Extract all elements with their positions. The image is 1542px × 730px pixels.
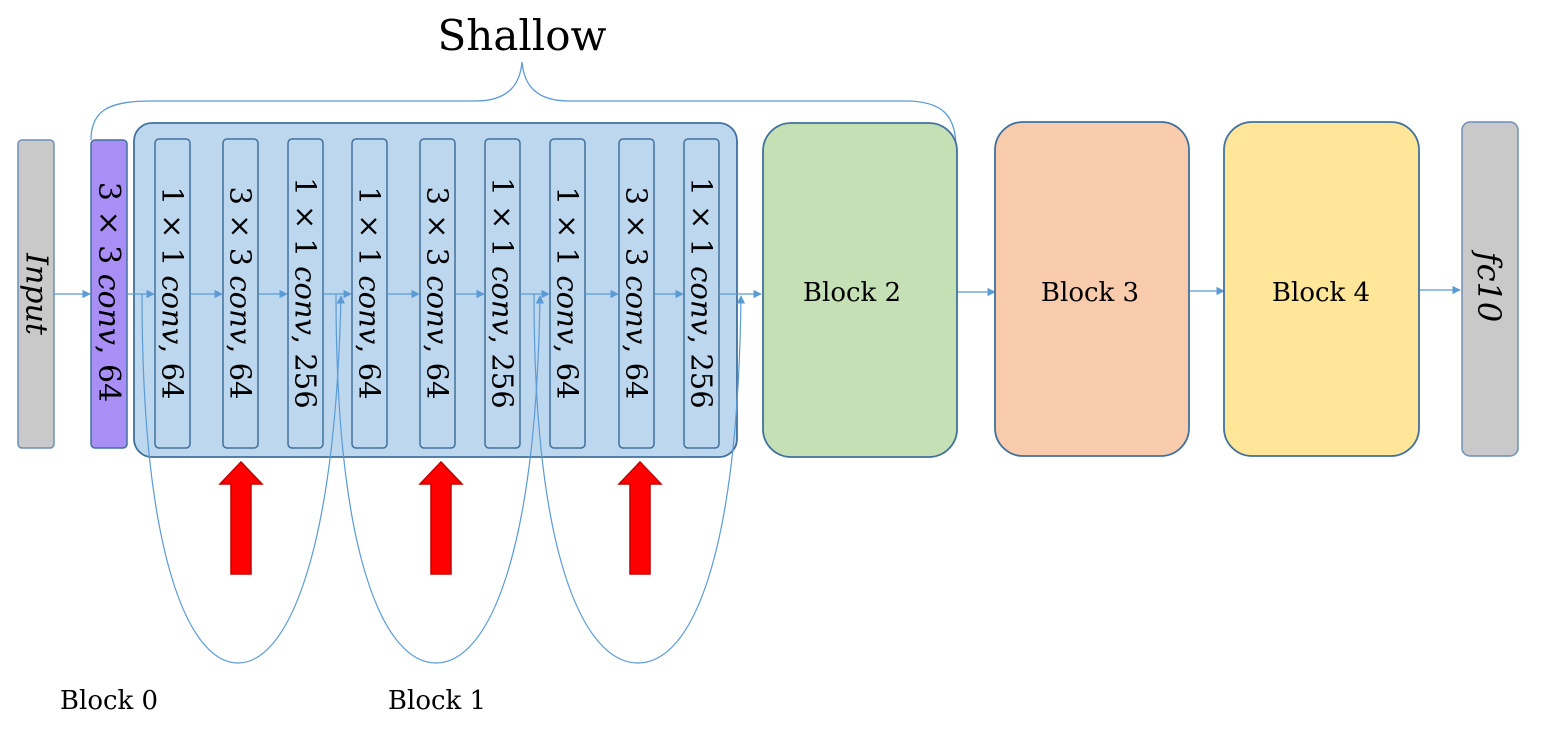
layer-label: 1 × 1 conv, 256 (685, 177, 719, 408)
shallow-title: Shallow (438, 11, 607, 60)
layer-label: 1 × 1 conv, 256 (289, 177, 323, 408)
block4-node (1223, 121, 1420, 457)
layer-node (618, 138, 655, 449)
layer-label: 1 × 1 conv, 64 (156, 187, 190, 400)
layer-label: 1 × 1 conv, 256 (486, 177, 520, 408)
first-conv-label: 3 × 3 conv, 64 (92, 182, 127, 402)
residual-loop-3 (533, 293, 746, 664)
fc-label: fc10 (1470, 250, 1508, 322)
block0-label: Block 0 (60, 686, 158, 716)
layer-label: 3 × 3 conv, 64 (620, 187, 654, 400)
flow-arrows (54, 285, 1461, 299)
red-arrow (218, 460, 264, 575)
block2-node (762, 122, 958, 458)
layer-label: 3 × 3 conv, 64 (224, 187, 258, 400)
red-arrow (418, 460, 464, 575)
block3-node (994, 121, 1190, 457)
residual-loop-2 (335, 293, 545, 664)
block2-label: Block 2 (803, 278, 901, 308)
block1-label: Block 1 (388, 686, 486, 716)
bottleneck-layers: 1 × 1 conv, 64 3 × 3 conv, 64 1 × 1 conv, … (154, 138, 720, 449)
block4-label: Block 4 (1272, 278, 1370, 308)
layer-node (222, 138, 259, 449)
block3-label: Block 3 (1041, 278, 1139, 308)
input-label: Input (19, 252, 54, 336)
layer-label: 1 × 1 conv, 64 (353, 187, 387, 400)
layer-node (419, 138, 456, 449)
layer-label: 1 × 1 conv, 64 (551, 187, 585, 400)
red-arrows (218, 460, 663, 575)
red-arrow (617, 460, 663, 575)
fc-node (1461, 121, 1519, 457)
layer-label: 3 × 3 conv, 64 (421, 187, 455, 400)
residual-loop-1 (141, 293, 346, 664)
shallow-brace (90, 61, 957, 149)
